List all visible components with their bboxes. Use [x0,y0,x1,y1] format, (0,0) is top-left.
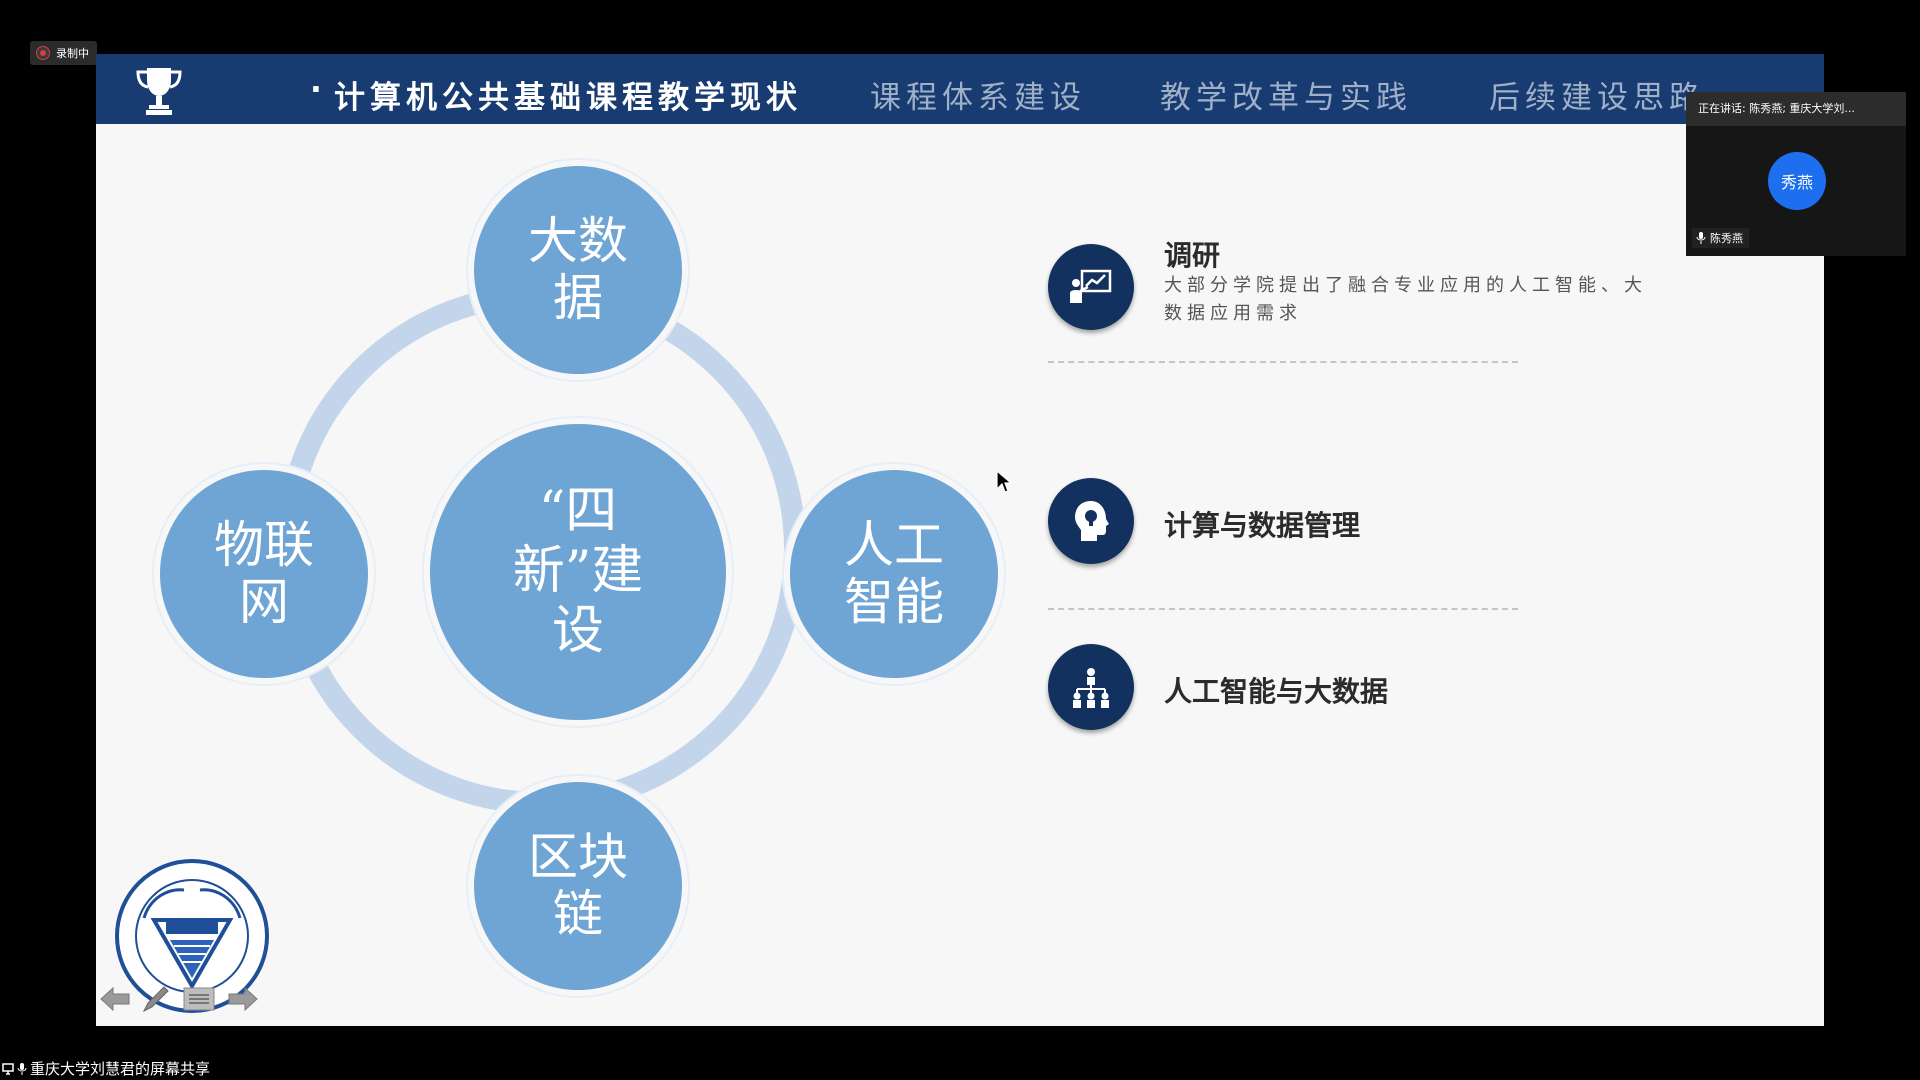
nav-tab-future: 后续建设思路 [1489,80,1705,116]
participant-name: 陈秀燕 [1710,232,1743,245]
nav-bullet: · [310,72,322,108]
mouse-cursor-icon [996,470,1012,493]
chart-presentation-icon [1048,244,1134,330]
item-title-research: 调研 [1164,239,1221,272]
node-center: “四 新”建 设 [424,418,732,726]
item-title-ai-bigdata: 人工智能与大数据 [1164,675,1389,708]
item-desc-research: 大部分学院提出了融合专业应用的人工智能、大数据应用需求 [1164,275,1647,324]
divider-2 [1048,608,1518,610]
participant-avatar: 秀燕 [1768,152,1826,210]
slide-menu-button[interactable] [182,984,216,1014]
node-big-data: 大数 据 [468,160,688,380]
item-title-computing: 计算与数据管理 [1164,509,1361,542]
node-iot: 物联 网 [154,464,374,684]
share-label-text: 重庆大学刘慧君的屏幕共享 [30,1060,211,1078]
previous-slide-button[interactable] [98,984,132,1014]
record-icon [36,46,50,60]
slide-topbar: · 计算机公共基础课程教学现状 课程体系建设 教学改革与实践 后续建设思路 [96,54,1824,124]
active-speaker-label: 正在讲话: 陈秀燕; 重庆大学刘... [1686,92,1906,126]
shared-slide: · 计算机公共基础课程教学现状 课程体系建设 教学改革与实践 后续建设思路 大数… [96,54,1824,1026]
video-panel[interactable]: 正在讲话: 陈秀燕; 重庆大学刘... 秀燕 陈秀燕 [1686,92,1906,256]
participant-tag: 陈秀燕 [1692,228,1749,248]
node-blockchain: 区块 链 [468,776,688,996]
divider-1 [1048,361,1518,363]
recording-badge[interactable]: 录制中 [30,41,97,65]
microphone-icon [17,1062,27,1075]
head-idea-icon [1048,478,1134,564]
nav-tab-curriculum: 课程体系建设 [870,80,1086,116]
screen-icon [2,1062,14,1075]
nav-tab-reform: 教学改革与实践 [1160,80,1412,116]
microphone-icon [1696,232,1706,244]
next-slide-button[interactable] [226,984,260,1014]
recording-label: 录制中 [56,47,89,60]
trophy-icon [136,68,182,115]
pen-tool-button[interactable] [138,984,172,1014]
screen-share-label: 重庆大学刘慧君的屏幕共享 [2,1058,210,1079]
team-hierarchy-icon [1048,644,1134,730]
nav-tab-current-status: 计算机公共基础课程教学现状 [334,80,802,116]
university-seal-logo [115,859,269,1013]
node-ai: 人工 智能 [784,464,1004,684]
